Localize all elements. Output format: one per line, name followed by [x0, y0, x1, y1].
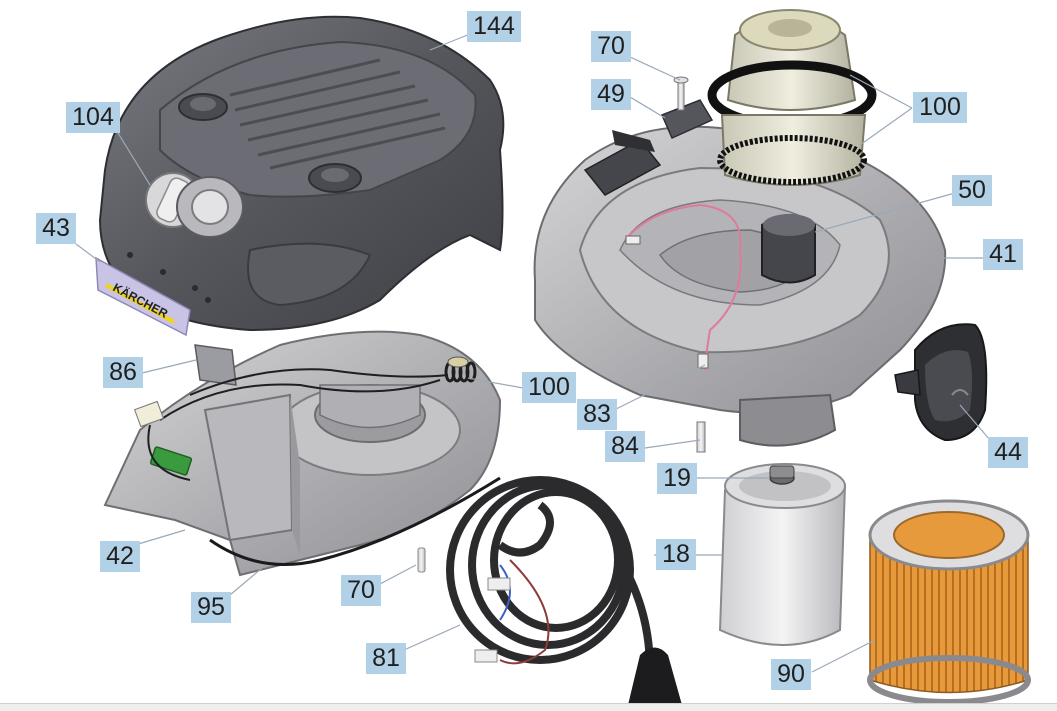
callout-83[interactable]: 83 [577, 399, 617, 430]
callout-144[interactable]: 144 [467, 11, 521, 42]
cable-plug [628, 647, 682, 705]
callout-70-lower[interactable]: 70 [341, 575, 381, 606]
callout-49[interactable]: 49 [591, 79, 631, 110]
pin-part-lower [417, 547, 426, 573]
callout-100-lower[interactable]: 100 [522, 372, 576, 403]
callout-41[interactable]: 41 [983, 239, 1023, 270]
pleated-filter-part [867, 499, 1031, 705]
top-cover-part: KÄRCHER [95, 15, 505, 337]
callout-104[interactable]: 104 [66, 102, 120, 133]
motor-housing-part [533, 9, 947, 453]
callout-19[interactable]: 19 [657, 463, 697, 494]
callout-86[interactable]: 86 [103, 357, 143, 388]
callout-84[interactable]: 84 [605, 431, 645, 462]
callout-70-upper[interactable]: 70 [591, 31, 631, 62]
callout-43[interactable]: 43 [36, 213, 76, 244]
filter-cartridge-part [718, 463, 847, 646]
callout-100-upper[interactable]: 100 [913, 92, 967, 123]
callout-44[interactable]: 44 [988, 437, 1028, 468]
handle-part [894, 323, 988, 442]
bottom-scroll-strip [0, 703, 1057, 711]
callout-18[interactable]: 18 [656, 539, 696, 570]
callout-42[interactable]: 42 [100, 541, 140, 572]
power-cable-part [446, 476, 654, 671]
callout-90[interactable]: 90 [771, 659, 811, 690]
callout-50[interactable]: 50 [952, 175, 992, 206]
base-plate-part [103, 330, 502, 577]
callout-81[interactable]: 81 [366, 643, 406, 674]
callout-95[interactable]: 95 [191, 592, 231, 623]
